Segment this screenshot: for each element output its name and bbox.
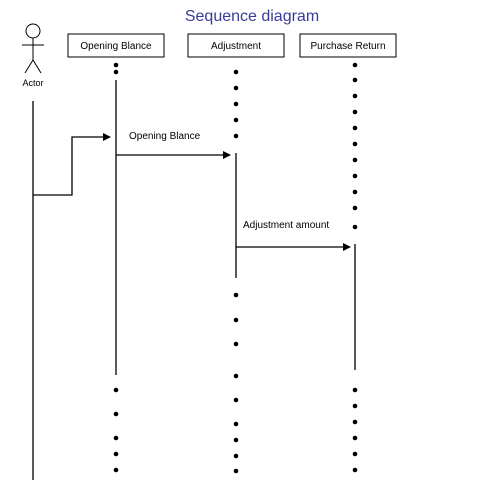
- lifeline-dot: [113, 467, 119, 473]
- message-label-opening-blance: Opening Blance: [129, 131, 201, 142]
- lifeline-dot: [233, 317, 239, 323]
- lifeline-dot: [352, 141, 358, 147]
- lifeline-dot: [352, 189, 358, 195]
- lifeline-dot: [352, 157, 358, 163]
- lifeline-dots: [113, 62, 358, 474]
- lifeline-dot: [233, 341, 239, 347]
- lifeline-dot: [352, 451, 358, 457]
- actor-icon: [22, 23, 44, 74]
- lifeline-dot: [113, 62, 119, 68]
- participant-label: Opening Blance: [80, 41, 152, 52]
- message-label-adjustment-amount: Adjustment amount: [243, 220, 329, 231]
- lifeline-dot: [233, 468, 239, 474]
- lifeline-dot: [352, 93, 358, 99]
- diagram-title: Sequence diagram: [185, 8, 319, 25]
- actor-label: Actor: [22, 78, 43, 88]
- participant-purchase-return: Purchase Return: [299, 33, 397, 58]
- lifeline-dot: [233, 421, 239, 427]
- lifeline-dot: [233, 133, 239, 139]
- lifeline-dot: [233, 437, 239, 443]
- lifeline-dot: [113, 451, 119, 457]
- actor-to-opening-blance-arrow: [33, 133, 111, 196]
- lifeline-dot: [352, 419, 358, 425]
- lifeline-dot: [113, 435, 119, 441]
- lifeline-dot: [233, 292, 239, 298]
- lifeline-dot: [113, 411, 119, 417]
- lifeline-dot: [352, 403, 358, 409]
- lifeline-dot: [233, 69, 239, 75]
- lifeline-dot: [113, 69, 119, 75]
- lifeline-dot: [352, 224, 358, 230]
- lifeline-dot: [352, 125, 358, 131]
- lifeline-dot: [352, 435, 358, 441]
- lifeline-dot: [113, 387, 119, 393]
- participant-opening-blance: Opening Blance: [67, 33, 165, 58]
- lifeline-dot: [233, 101, 239, 107]
- lifeline-dot: [233, 117, 239, 123]
- lifeline-dot: [352, 173, 358, 179]
- lifeline-dot: [233, 453, 239, 459]
- lifeline-dot: [233, 373, 239, 379]
- lifeline-dot: [352, 387, 358, 393]
- participant-label: Adjustment: [211, 41, 261, 52]
- lifeline-dot: [352, 109, 358, 115]
- lifeline-dot: [352, 77, 358, 83]
- lifeline-dot: [352, 467, 358, 473]
- participant-adjustment: Adjustment: [187, 33, 285, 58]
- lifeline-dot: [352, 205, 358, 211]
- participant-label: Purchase Return: [310, 41, 385, 52]
- lifeline-dot: [352, 62, 358, 68]
- lifeline-dot: [233, 85, 239, 91]
- lifeline-dot: [233, 397, 239, 403]
